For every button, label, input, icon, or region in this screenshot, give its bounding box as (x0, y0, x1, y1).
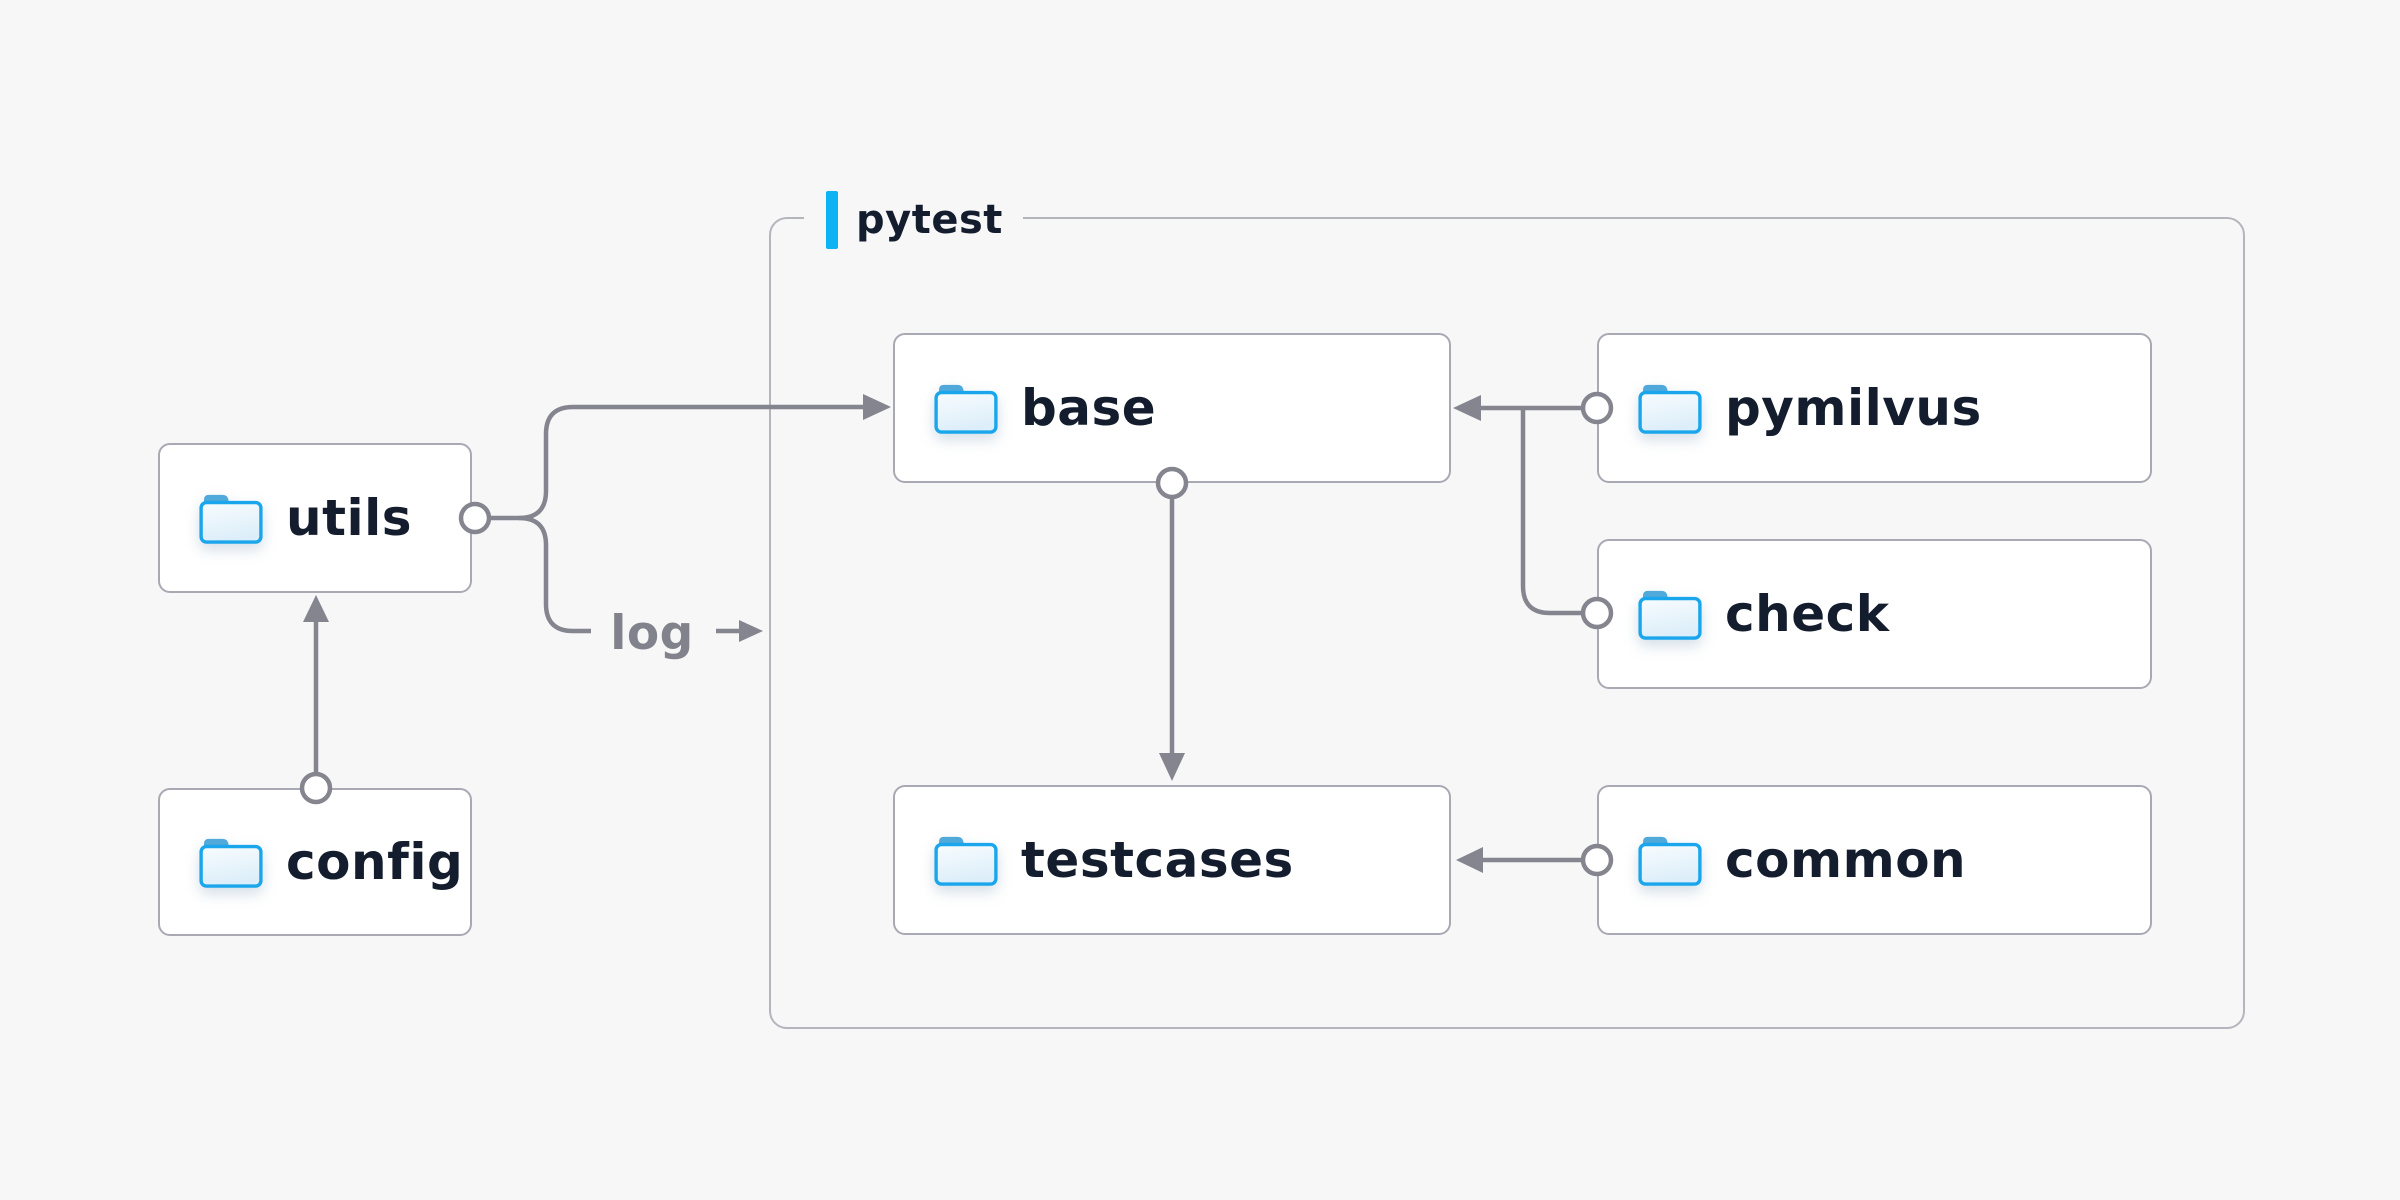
pytest-group-label: pytest (804, 188, 1023, 252)
node-label: base (1021, 379, 1157, 437)
node-label: config (286, 833, 464, 891)
folder-icon (1637, 381, 1703, 435)
folder-icon (198, 835, 264, 889)
node-label: common (1725, 831, 1967, 889)
folder-icon (198, 491, 264, 545)
log-edge-label: log (610, 605, 694, 661)
node-common: common (1597, 785, 2152, 935)
folder-icon (1637, 587, 1703, 641)
node-label: check (1725, 585, 1890, 643)
node-base: base (893, 333, 1451, 483)
node-pymilvus: pymilvus (1597, 333, 2152, 483)
pytest-group-label-text: pytest (856, 197, 1003, 243)
accent-bar-icon (826, 191, 838, 249)
folder-icon (933, 381, 999, 435)
folder-icon (933, 833, 999, 887)
node-label: pymilvus (1725, 379, 1982, 437)
node-label: testcases (1021, 831, 1294, 889)
node-utils: utils (158, 443, 472, 593)
edge-log-to-pytest-arrowhead-icon (739, 620, 763, 642)
pytest-group-container (769, 217, 2245, 1029)
node-check: check (1597, 539, 2152, 689)
edge-config-to-utils-arrowhead-icon (303, 595, 329, 622)
edge-utils-to-log (518, 515, 591, 634)
node-config: config (158, 788, 472, 936)
node-testcases: testcases (893, 785, 1451, 935)
folder-icon (1637, 833, 1703, 887)
node-label: utils (286, 489, 413, 547)
